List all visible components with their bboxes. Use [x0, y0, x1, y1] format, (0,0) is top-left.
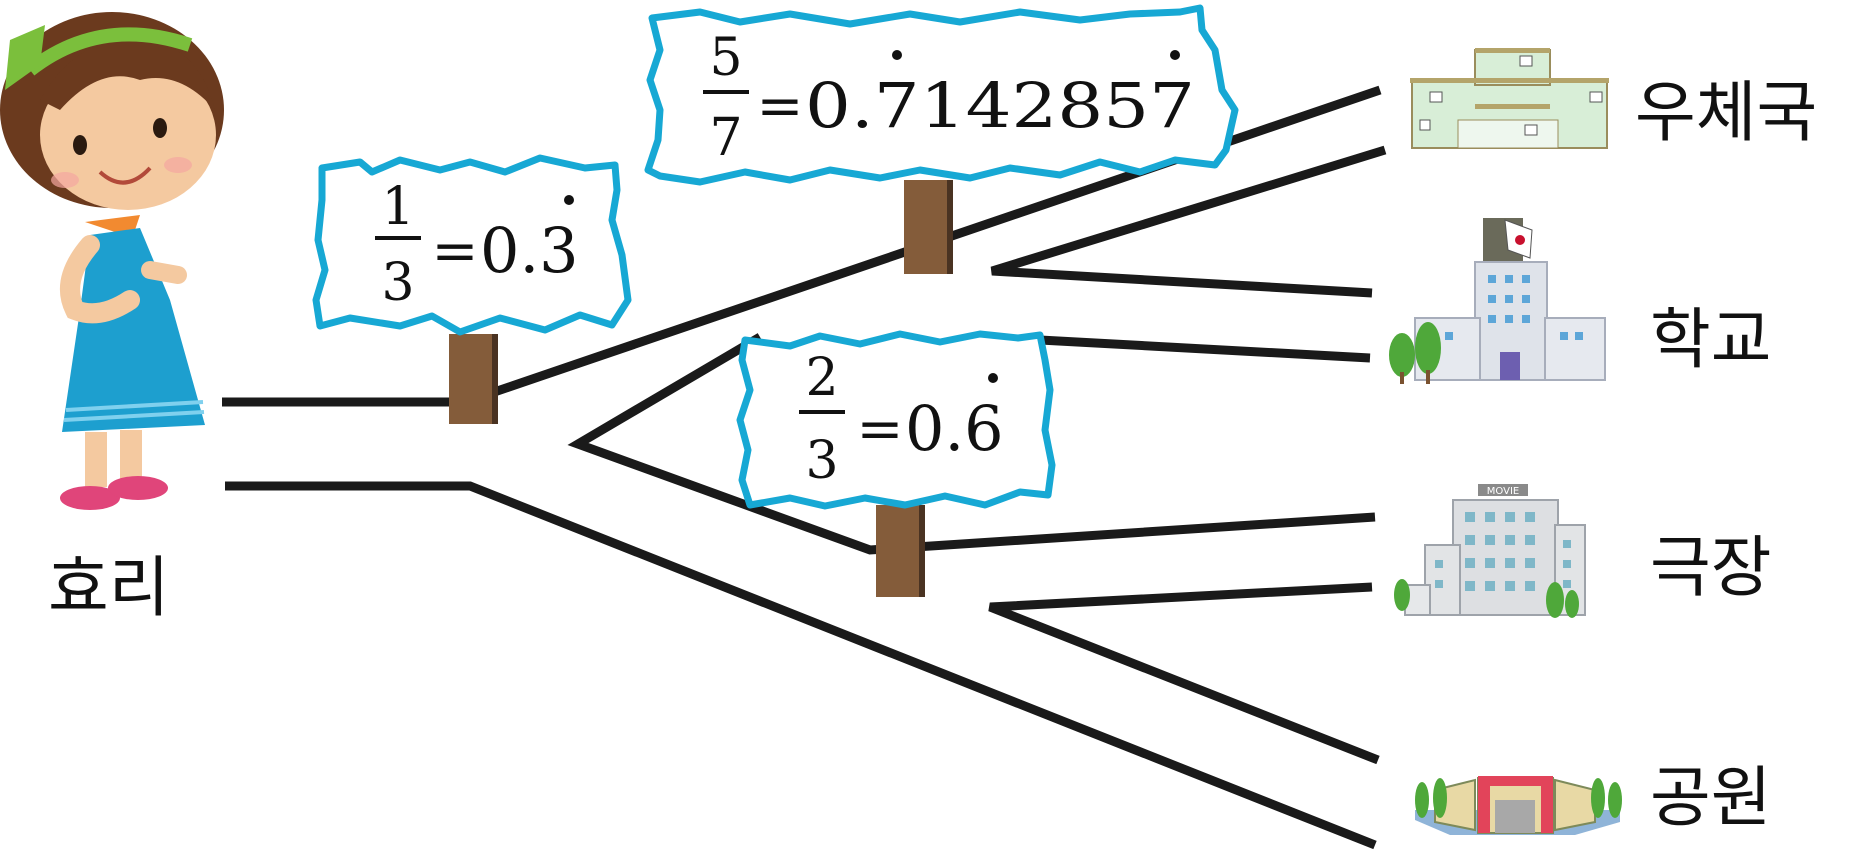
- post-office-building: [1410, 48, 1609, 149]
- sign-denominator: 7: [709, 108, 742, 168]
- face: [40, 60, 216, 210]
- destination-theater: 극장: [1650, 529, 1771, 606]
- movie-sign: MOVIE: [1487, 486, 1519, 497]
- sign-numerator: 1: [381, 177, 414, 237]
- sign-denominator: 3: [381, 253, 414, 313]
- destination-park: 공원: [1650, 759, 1771, 836]
- leg-right: [120, 430, 142, 480]
- road-fork-theater-park: [988, 582, 1380, 765]
- sign-equals: =: [432, 219, 479, 284]
- road-fork-post-school: [990, 145, 1387, 298]
- sign-denominator: 3: [805, 431, 838, 491]
- sign-post: [449, 334, 492, 424]
- sign-decimal: 0.7142857: [805, 69, 1195, 142]
- sign-board: [644, 4, 1239, 186]
- sign-board: [736, 330, 1056, 510]
- headband: [25, 27, 193, 76]
- destination-post-office: 우체국: [1635, 74, 1817, 151]
- repeat-dot-start: [892, 50, 902, 60]
- sign-equals: =: [757, 74, 804, 139]
- right-eye: [153, 118, 167, 138]
- sign-decimal: 0.3: [480, 214, 579, 287]
- bangs: [40, 38, 215, 110]
- road-lower-start: [225, 481, 1377, 850]
- road-to-school-2: [1039, 335, 1371, 363]
- leg-left: [85, 432, 107, 487]
- mouth: [98, 166, 152, 185]
- bow: [5, 25, 45, 90]
- sign-two-thirds: 2 3 = 0.6: [736, 330, 1056, 597]
- sign-one-third: 1 3 = 0.3: [312, 154, 632, 424]
- theater-building: MOVIE: [1394, 484, 1586, 618]
- sign-numerator: 5: [709, 28, 742, 88]
- repeat-dot: [564, 195, 574, 205]
- sign-five-sevenths: 5 7 = 0.7142857: [644, 4, 1239, 274]
- park-illustration: [1415, 776, 1622, 835]
- destination-school: 학교: [1650, 301, 1771, 378]
- road-fork-middle: [567, 333, 1376, 555]
- dress: [62, 228, 205, 432]
- repeat-dot-end: [1170, 50, 1180, 60]
- person-name: 효리: [48, 549, 169, 626]
- sign-board: [312, 154, 632, 336]
- shoe-left: [60, 486, 120, 510]
- arm-right: [141, 261, 187, 284]
- school-building: [1389, 218, 1606, 384]
- left-eye: [73, 135, 87, 155]
- shoe-right: [108, 476, 168, 500]
- sign-equals: =: [857, 397, 904, 462]
- sign-post: [876, 505, 919, 597]
- girl-illustration: [0, 12, 224, 510]
- repeat-dot: [988, 373, 998, 383]
- sign-decimal: 0.6: [905, 392, 1004, 465]
- sign-post: [904, 180, 947, 274]
- arm-left: [60, 235, 140, 324]
- sign-numerator: 2: [805, 348, 838, 408]
